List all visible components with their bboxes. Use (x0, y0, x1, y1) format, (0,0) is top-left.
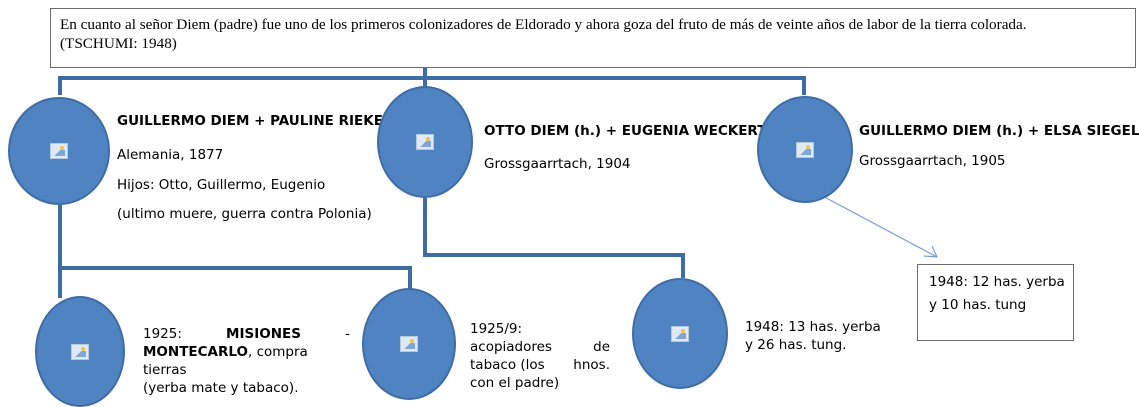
guillermo-elsa-title: GUILLERMO DIEM (h.) + ELSA SIEGEL (859, 123, 1139, 139)
image-placeholder-icon (416, 134, 434, 150)
guillermo-pauline-note: (ultimo muere, guerra contra Polonia) (117, 206, 372, 222)
quote-box: En cuanto al señor Diem (padre) fue uno … (50, 8, 1136, 68)
acopiadores-de: de (593, 339, 610, 355)
otto-1948-text: 1948: 13 has. yerba y 26 has. tung. (745, 318, 881, 354)
image-placeholder-icon (796, 141, 814, 158)
acopiadores-tabaco: tabaco (los (470, 357, 545, 373)
acopiadores-padre: con el padre) (470, 375, 560, 391)
quote-citation: (TSCHUMI: 1948) (60, 35, 177, 52)
connector-top-bracket (58, 76, 806, 95)
elsa-1948-box: 1948: 12 has. yerba y 10 has. tung (917, 264, 1074, 341)
montecarlo-text: 1925: MISIONES - MONTECARLO, compra tier… (143, 325, 350, 397)
acopiadores-word: acopiadores (470, 339, 552, 355)
otto-1948-tung: y 26 has. tung. (745, 337, 847, 353)
elsa-1948-yerba: 1948: 12 has. yerba (929, 274, 1065, 290)
montecarlo-crops: (yerba mate y tabaco). (143, 380, 299, 396)
image-placeholder-icon (400, 336, 418, 352)
elsa-1948-tung: y 10 has. tung (929, 297, 1027, 313)
acopiadores-year: 1925/9: (470, 321, 523, 337)
node-montecarlo (35, 296, 125, 407)
montecarlo-action: , compra tierras (143, 344, 308, 378)
guillermo-pauline-children: Hijos: Otto, Guillermo, Eugenio (117, 177, 326, 193)
montecarlo-year: 1925: (143, 326, 182, 342)
image-placeholder-icon (71, 343, 89, 360)
arrow-to-elsa-box (814, 191, 938, 258)
connector-otto-child (423, 198, 685, 278)
otto-eugenia-place: Grossgaarrtach, 1904 (484, 156, 631, 172)
node-guillermo-elsa (757, 96, 853, 203)
node-otto-eugenia (377, 86, 473, 198)
guillermo-elsa-place: Grossgaarrtach, 1905 (859, 153, 1006, 169)
acopiadores-hnos: hnos. (573, 357, 610, 373)
node-acopiadores (362, 288, 456, 400)
quote-text: En cuanto al señor Diem (padre) fue uno … (60, 16, 1027, 33)
otto-1948-yerba: 1948: 13 has. yerba (745, 319, 881, 335)
guillermo-pauline-place: Alemania, 1877 (117, 147, 224, 163)
image-placeholder-icon (50, 143, 68, 159)
connector-guillermo-children (58, 205, 412, 290)
node-guillermo-pauline (8, 97, 110, 205)
montecarlo-town: MONTECARLO (143, 344, 248, 360)
guillermo-pauline-title: GUILLERMO DIEM + PAULINE RIEKE (117, 113, 383, 129)
montecarlo-dash: - (345, 326, 350, 342)
node-otto-1948 (632, 278, 728, 389)
acopiadores-text: 1925/9: acopiadores de tabaco (los hnos. c… (470, 320, 610, 392)
montecarlo-province: MISIONES (226, 326, 301, 342)
otto-eugenia-title: OTTO DIEM (h.) + EUGENIA WECKERTE (484, 123, 776, 139)
image-placeholder-icon (671, 325, 689, 342)
